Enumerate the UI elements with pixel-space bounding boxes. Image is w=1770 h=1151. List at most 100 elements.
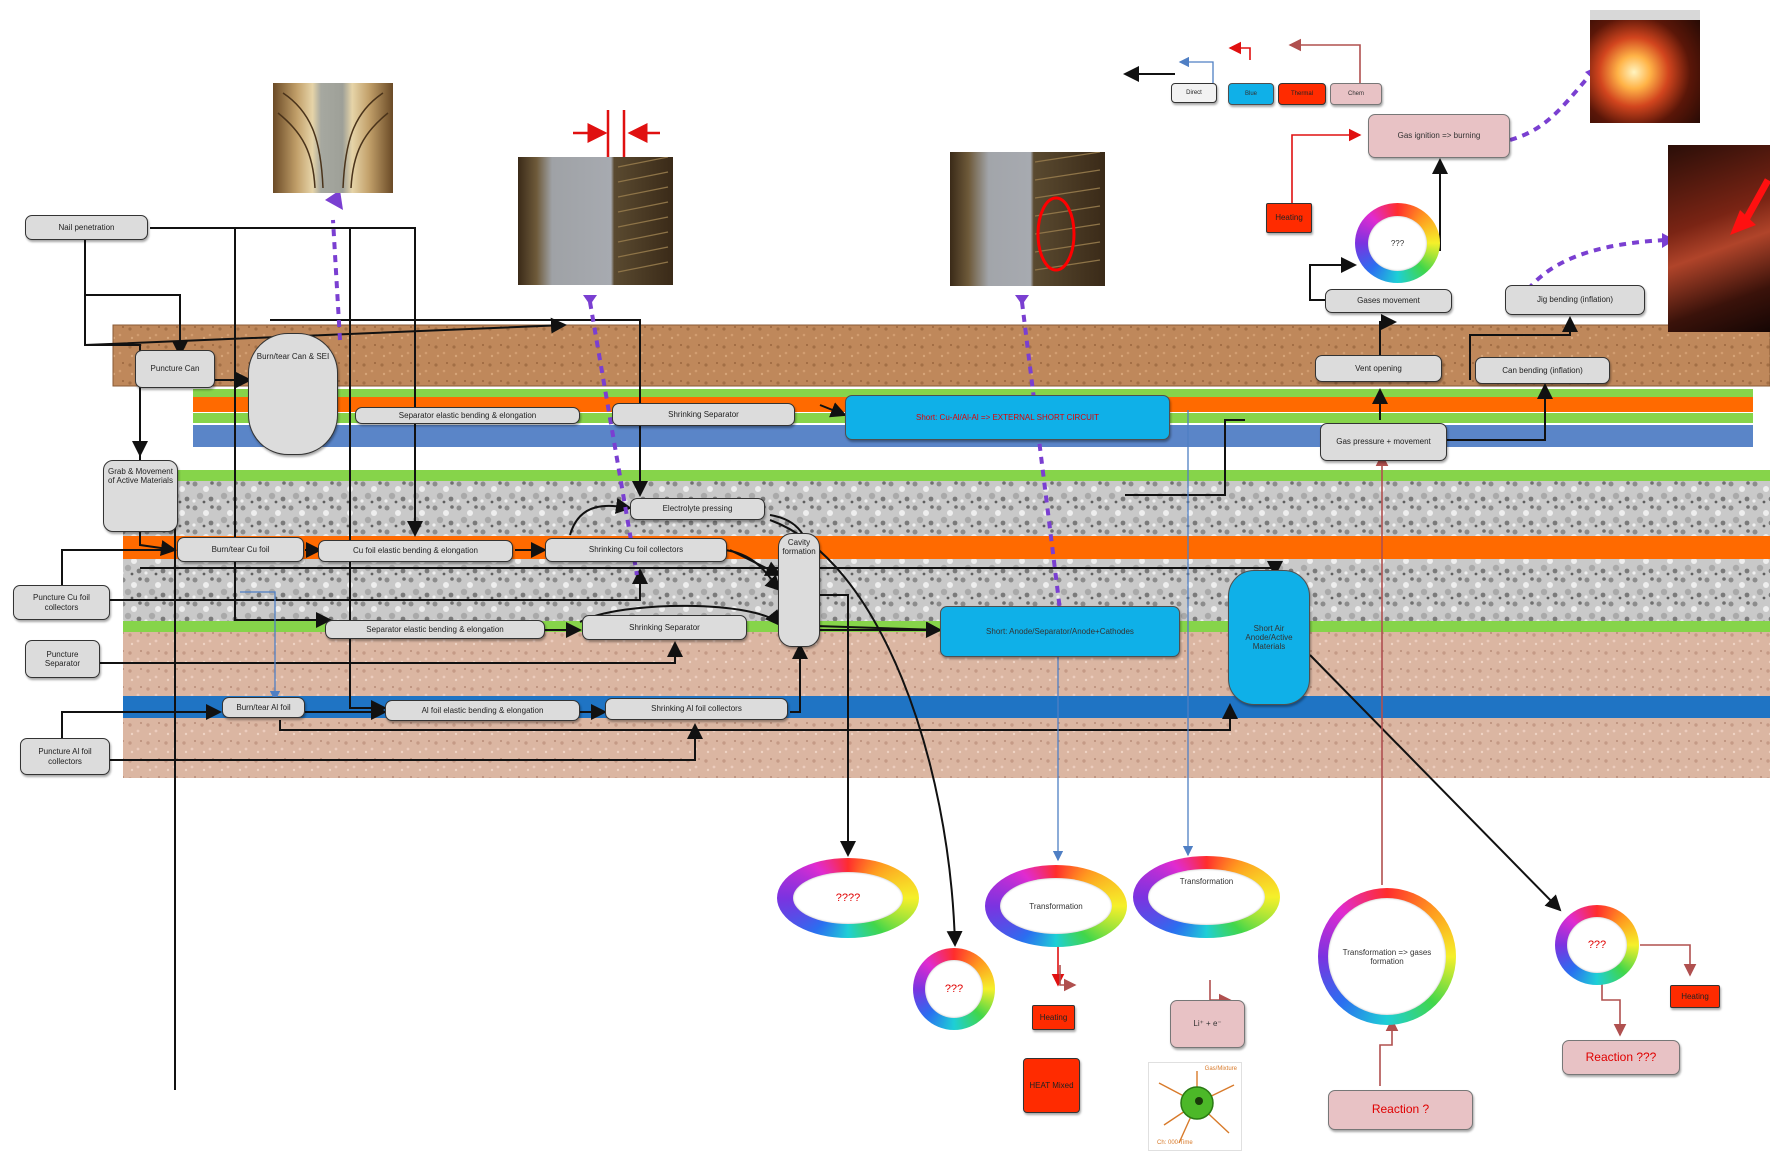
photo-nail-penetration-1-svg [273,83,393,193]
separator-elastic-mid-label: Separator elastic bending & elongation [366,625,503,634]
legend-thermal-label: Thermal [1291,91,1313,98]
can-bending-box: Can bending (inflation) [1475,357,1610,384]
photo-nail-penetration-3-svg [950,152,1105,286]
shrinking-al-box: Shrinking Al foil collectors [605,698,788,720]
ring-1-label: ???? [836,892,860,904]
ring-top-label: ??? [1391,239,1404,248]
electrolyte-pressing-box: Electrolyte pressing [630,498,765,520]
puncture-separator-box: Puncture Separator [25,640,100,678]
jig-bending-box: Jig bending (inflation) [1505,285,1645,315]
shrinking-separator-mid-label: Shrinking Separator [629,623,700,632]
heating-right-label: Heating [1681,992,1709,1001]
shrinking-cu-label: Shrinking Cu foil collectors [589,545,683,554]
air-short-box: Short Air Anode/Active Materials [1228,570,1310,705]
puncture-can-box: Puncture Can [135,350,215,388]
air-short-label: Short Air Anode/Active Materials [1233,624,1305,652]
burn-cu-foil-label: Burn/tear Cu foil [212,545,270,554]
gas-pressure-label: Gas pressure + movement [1336,437,1430,446]
nail-penetration-box: Nail penetration [25,215,148,240]
gas-ignition-box: Gas ignition => burning [1368,114,1510,158]
cu-elastic-label: Cu foil elastic bending & elongation [353,546,478,555]
gas-pressure-box: Gas pressure + movement [1320,423,1447,461]
particle-illustration: Gas/Mixture Ch: 000 Time [1148,1062,1242,1151]
legend-thermal: Thermal [1278,83,1326,105]
puncture-can-label: Puncture Can [151,364,200,373]
can-bending-label: Can bending (inflation) [1502,366,1583,375]
puncture-al-box: Puncture Al foil collectors [20,738,110,775]
photo-fire [1590,10,1700,123]
legend-chem: Chem [1330,83,1382,105]
separator-elastic-top-box: Separator elastic bending & elongation [355,407,580,424]
ring-5-hole: Transformation => gases formation [1328,898,1446,1015]
ring-4-label: Transformation [1180,877,1234,886]
external-short-box: Short: Cu-Al/Al-Al => EXTERNAL SHORT CIR… [845,395,1170,440]
particle-svg [1149,1063,1242,1151]
legend-blue-label: Blue [1245,91,1257,98]
ring-2-hole: ??? [925,960,983,1018]
particle-label-bottom: Ch: 000 Time [1157,1140,1193,1146]
ions-label: Li⁺ + e⁻ [1193,1019,1221,1028]
puncture-cu-box: Puncture Cu foil collectors [13,585,110,620]
highlight-ellipse [1038,198,1074,270]
burn-al-foil-box: Burn/tear Al foil [222,697,305,718]
photo-nail-penetration-3 [950,152,1105,286]
ring-4: Transformation [1133,856,1280,938]
burn-al-foil-label: Burn/tear Al foil [236,703,290,712]
photo-nail-penetration-2 [518,157,673,285]
gases-movement-label: Gases movement [1357,296,1420,305]
vent-opening-label: Vent opening [1355,364,1402,373]
photo-nail-penetration-2-svg [518,157,673,285]
heat-result-label: HEAT Mixed [1029,1081,1073,1090]
ring-2: ??? [913,948,995,1030]
shrinking-cu-box: Shrinking Cu foil collectors [545,538,727,562]
ring-3: Transformation [985,865,1127,947]
ring-top: ??? [1355,203,1440,283]
cu-elastic-box: Cu foil elastic bending & elongation [318,540,513,562]
photo-can-bending-svg [1668,145,1770,332]
heating-small-box: Heating [1032,1005,1075,1030]
anode-cathode-short-box: Short: Anode/Separator/Anode+Cathodes [940,606,1180,657]
particle-label-top: Gas/Mixture [1205,1066,1237,1072]
ring-3-label: Transformation [1029,902,1083,911]
heat-result-box: HEAT Mixed [1023,1058,1080,1113]
shrinking-separator-mid-box: Shrinking Separator [582,615,747,640]
legend-chem-label: Chem [1348,91,1364,98]
shrinking-al-label: Shrinking Al foil collectors [651,704,742,713]
separator-elastic-top-label: Separator elastic bending & elongation [399,411,536,420]
ring-6: ??? [1555,905,1639,985]
cavity-formation-label: Cavity formation [782,538,815,556]
legend-blue: Blue [1228,83,1274,105]
al-elastic-label: Al foil elastic bending & elongation [422,706,544,715]
ring-6-hole: ??? [1567,917,1627,973]
dotted-arrow-head-1 [325,190,343,210]
puncture-cu-label: Puncture Cu foil collectors [18,593,105,611]
legend-direct: Direct [1171,83,1217,103]
ring-1: ???? [777,858,919,938]
reaction-q-box: Reaction ??? [1562,1040,1680,1075]
anode-cathode-short-label: Short: Anode/Separator/Anode+Cathodes [986,627,1134,636]
ring-2-label: ??? [945,983,963,995]
ring-1-hole: ???? [793,872,903,924]
nail-penetration-label: Nail penetration [58,223,114,232]
dotted-arrow-head-2 [583,295,597,305]
ring-6-label: ??? [1588,939,1606,951]
heating-right-box: Heating [1670,985,1720,1008]
electrolyte-pressing-label: Electrolyte pressing [663,504,733,513]
cavity-formation-box: Cavity formation [778,533,820,647]
reaction-label: Reaction ? [1372,1103,1429,1117]
gases-movement-box: Gases movement [1325,289,1452,313]
ring-3-hole: Transformation [1000,878,1112,934]
heating-top-label: Heating [1275,213,1303,222]
burn-can-sep-box: Burn/tear Can & SEI [248,333,338,455]
al-elastic-box: Al foil elastic bending & elongation [385,700,580,721]
reaction-box: Reaction ? [1328,1090,1473,1130]
burn-cu-foil-box: Burn/tear Cu foil [177,537,304,562]
dotted-arrow-head-3 [1015,295,1029,305]
shrinking-separator-top-box: Shrinking Separator [612,403,795,426]
photo-nail-penetration-1 [273,83,393,193]
ring-5-label: Transformation => gases formation [1328,948,1446,966]
ring-top-hole: ??? [1368,216,1427,271]
puncture-separator-label: Puncture Separator [30,650,95,668]
